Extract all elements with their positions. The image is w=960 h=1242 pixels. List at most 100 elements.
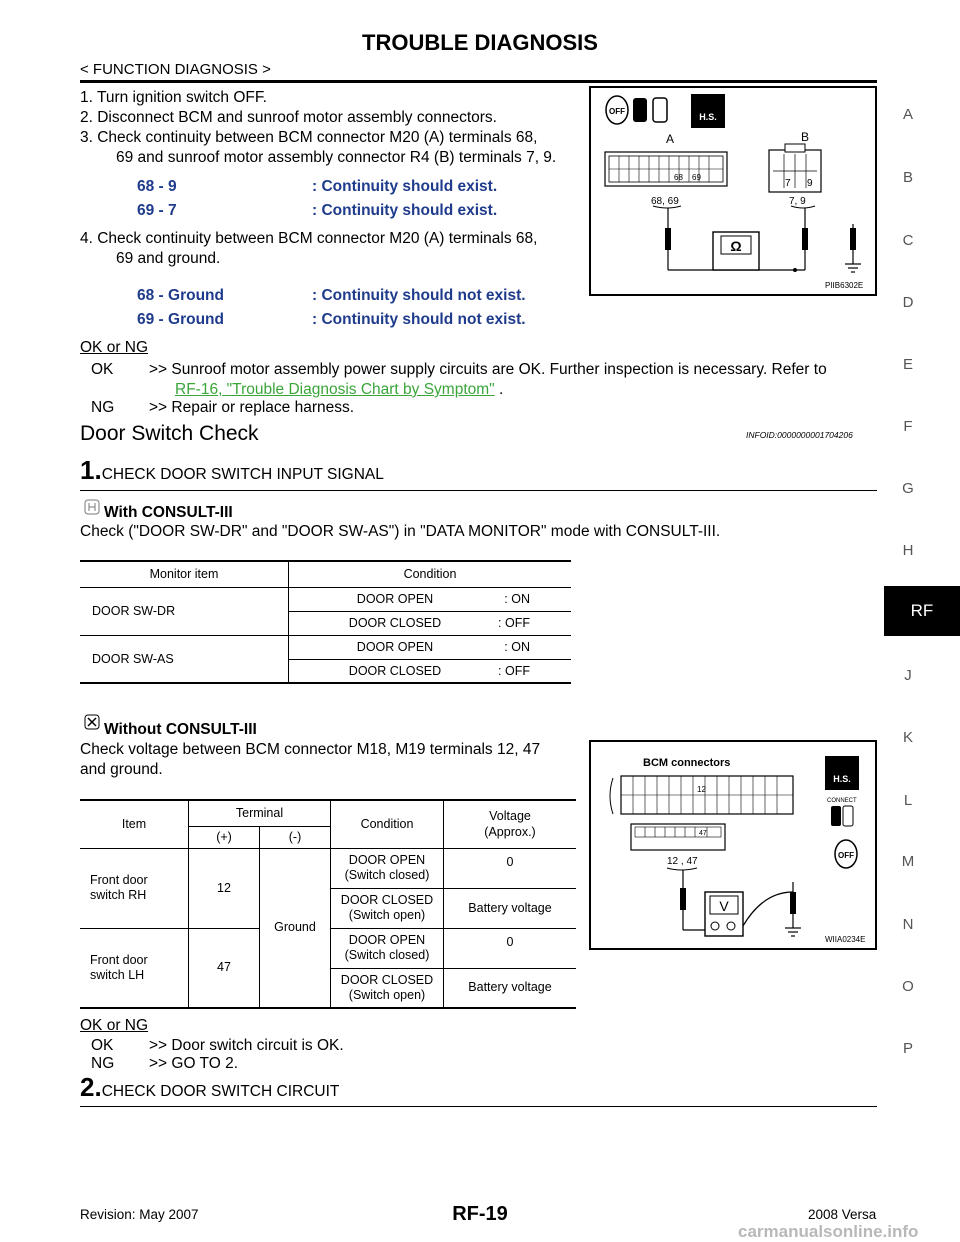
voltage-figure: BCM connectors 12 bbox=[589, 740, 877, 950]
step-number: 1. bbox=[80, 455, 102, 485]
page-number: RF-19 bbox=[452, 1203, 508, 1225]
ignition-off-icon: OFF bbox=[605, 95, 629, 125]
side-tab-f[interactable]: F bbox=[903, 418, 913, 435]
step-3-text-cont: 69 and sunroof motor assembly connector … bbox=[116, 149, 557, 166]
condition-cell: DOOR CLOSED(Switch open) bbox=[330, 968, 444, 1008]
voltage-header: Voltage bbox=[489, 809, 531, 824]
condition-detail: (Switch open) bbox=[348, 908, 426, 922]
approx-header: (Approx.) bbox=[484, 825, 536, 840]
bcm-connectors-label: BCM connectors bbox=[643, 757, 730, 769]
step-4-text-cont: 69 and ground. bbox=[116, 250, 221, 267]
monitor-table: Monitor item Condition DOOR SW-DR DOOR O… bbox=[80, 560, 571, 684]
side-tab-h[interactable]: H bbox=[902, 542, 914, 559]
spec-result: : Continuity should exist. bbox=[312, 202, 498, 219]
volt-symbol: V bbox=[719, 898, 729, 914]
ok-label: OK bbox=[91, 1037, 114, 1054]
condition-state: DOOR OPEN bbox=[348, 933, 426, 947]
step-1-header: 1.CHECK DOOR SWITCH INPUT SIGNAL bbox=[80, 455, 384, 486]
side-tab-g[interactable]: G bbox=[902, 480, 914, 497]
spec-pins: 68 - 9 bbox=[137, 178, 177, 195]
ng-result-text: >> Repair or replace harness. bbox=[149, 399, 355, 416]
cond-state: DOOR OPEN bbox=[356, 640, 434, 654]
off-label: OFF bbox=[609, 107, 625, 116]
reference-link[interactable]: RF-16, "Trouble Diagnosis Chart by Sympt… bbox=[175, 381, 495, 398]
ground-icon bbox=[845, 224, 861, 273]
terminal-plus: 47 bbox=[188, 928, 260, 1009]
col-header: (-) bbox=[259, 826, 331, 849]
without-consult-text: Check voltage between BCM connector M18,… bbox=[80, 741, 541, 758]
condition-detail: (Switch closed) bbox=[344, 948, 430, 962]
bcm-connector-lower: 47 bbox=[630, 823, 726, 851]
page-title: TROUBLE DIAGNOSIS bbox=[362, 30, 598, 55]
revision-date: Revision: May 2007 bbox=[80, 1207, 199, 1222]
probe-lead bbox=[680, 870, 686, 930]
side-tab-rf-active[interactable]: RF bbox=[884, 586, 960, 636]
pin-label: 9 bbox=[807, 178, 813, 189]
condition-state: DOOR CLOSED bbox=[340, 893, 434, 907]
ref-tail: . bbox=[499, 381, 504, 398]
figure-code: PIIB6302E bbox=[825, 281, 863, 290]
side-tab-b[interactable]: B bbox=[902, 169, 913, 186]
monitor-condition: DOOR CLOSED : OFF bbox=[289, 611, 572, 635]
side-tab-l[interactable]: L bbox=[903, 792, 913, 809]
item-name: switch LH bbox=[90, 967, 145, 982]
probe-lead-b bbox=[802, 208, 808, 270]
pin-label: 47 bbox=[699, 830, 707, 837]
side-tab-c[interactable]: C bbox=[902, 232, 914, 249]
side-tab-n[interactable]: N bbox=[902, 916, 914, 933]
condition-state: DOOR OPEN bbox=[348, 853, 426, 867]
connector-a-label: A bbox=[666, 132, 674, 146]
col-header: Condition bbox=[330, 800, 444, 849]
figure-code: WIIA0234E bbox=[825, 935, 865, 944]
no-consult-icon bbox=[84, 714, 100, 735]
cond-value: : OFF bbox=[498, 616, 530, 630]
spec-pins: 69 - 7 bbox=[137, 202, 177, 219]
step-title: CHECK DOOR SWITCH CIRCUIT bbox=[101, 1083, 340, 1100]
side-tab-e[interactable]: E bbox=[902, 356, 913, 373]
side-tab-j[interactable]: J bbox=[904, 667, 912, 684]
ng-result-text: >> GO TO 2. bbox=[149, 1055, 239, 1072]
model-year: 2008 Versa bbox=[808, 1207, 877, 1222]
terminal-minus: Ground bbox=[259, 848, 331, 1009]
bcm-connector-upper: 12 bbox=[609, 775, 794, 815]
step-1-text: 1. Turn ignition switch OFF. bbox=[80, 89, 267, 106]
side-tab-o[interactable]: O bbox=[902, 978, 914, 995]
section-title: Door Switch Check bbox=[80, 422, 259, 445]
side-tab-k[interactable]: K bbox=[902, 729, 913, 746]
step-2-text: 2. Disconnect BCM and sunroof motor asse… bbox=[80, 109, 497, 126]
ok-result-text: >> Door switch circuit is OK. bbox=[149, 1037, 344, 1054]
spec-result: : Continuity should not exist. bbox=[312, 311, 526, 328]
off-label: OFF bbox=[838, 851, 854, 860]
header-rule bbox=[80, 80, 877, 83]
lead-b-label: 7, 9 bbox=[789, 196, 806, 207]
lead-a-label: 68, 69 bbox=[651, 196, 679, 207]
side-tab-p[interactable]: P bbox=[902, 1040, 913, 1057]
side-tab-a[interactable]: A bbox=[902, 106, 913, 123]
step-number: 2. bbox=[80, 1072, 102, 1102]
cond-state: DOOR CLOSED bbox=[348, 616, 442, 630]
page-subtitle: < FUNCTION DIAGNOSIS > bbox=[80, 61, 271, 78]
side-tab-m[interactable]: M bbox=[901, 853, 915, 870]
item-name: Front door bbox=[90, 873, 148, 887]
side-tab-d[interactable]: D bbox=[902, 294, 914, 311]
col-header: Monitor item bbox=[80, 561, 289, 587]
cond-value: : ON bbox=[504, 592, 530, 606]
spec-result: : Continuity should exist. bbox=[312, 178, 498, 195]
col-header: Condition bbox=[403, 567, 457, 582]
connect-label: CONNECT bbox=[827, 798, 857, 804]
connector-b: 7 9 bbox=[768, 143, 822, 193]
pin-label: 12 bbox=[697, 785, 706, 794]
watermark: carmanualsonline.info bbox=[738, 1222, 919, 1241]
voltage-value: Battery voltage bbox=[443, 888, 576, 929]
spec-result: : Continuity should not exist. bbox=[312, 287, 526, 304]
condition-cell: DOOR OPEN(Switch closed) bbox=[330, 928, 444, 969]
voltage-value: 0 bbox=[443, 848, 576, 889]
info-id: INFOID:0000000001704206 bbox=[746, 430, 853, 440]
col-header: Item bbox=[80, 800, 189, 849]
cond-state: DOOR CLOSED bbox=[348, 663, 442, 678]
continuity-figure: OFF H.S. A B 68 69 bbox=[589, 86, 877, 296]
ok-ng-heading: OK or NG bbox=[80, 1017, 149, 1034]
pin-label: 69 bbox=[692, 173, 701, 182]
